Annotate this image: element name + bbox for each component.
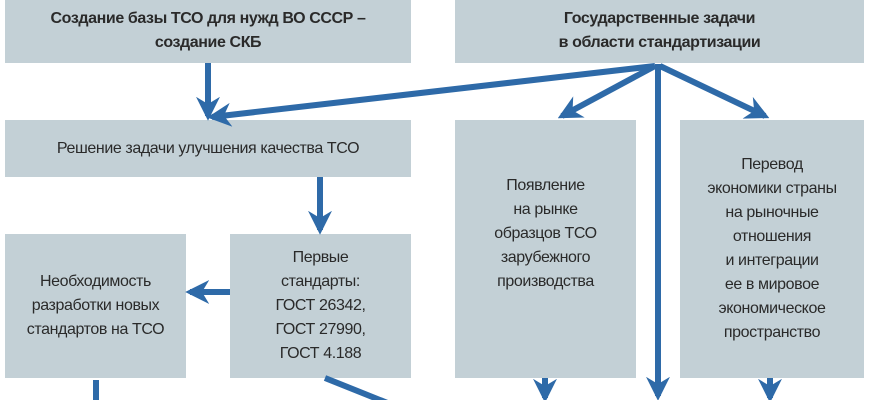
box-text: Первые стандарты: ГОСТ 26342, ГОСТ 27990… bbox=[275, 249, 366, 362]
arrow-state-to-foreign bbox=[557, 63, 657, 119]
box-text: Необходимость разработки новых стандарто… bbox=[26, 273, 165, 338]
box-state-tasks: Государственные задачи в области стандар… bbox=[455, 0, 864, 63]
arrow-state-to-quality bbox=[207, 63, 656, 127]
box-text: Решение задачи улучшения качества ТСО bbox=[56, 139, 360, 157]
box-text: Перевод экономики страны на рыночные отн… bbox=[707, 156, 837, 341]
box-quality-improvement: Решение задачи улучшения качества ТСО bbox=[5, 120, 411, 177]
arrow-first-standards-diagonal bbox=[323, 375, 389, 400]
box-text: Создание базы ТСО для нужд ВО СССР – соз… bbox=[50, 9, 366, 51]
box-foreign-products: Появление на рынке образцов ТСО зарубежн… bbox=[455, 120, 636, 378]
arrow-state-to-transition bbox=[658, 63, 770, 119]
box-new-standards-need: Необходимость разработки новых стандарто… bbox=[5, 234, 186, 378]
box-text: Появление на рынке образцов ТСО зарубежн… bbox=[494, 177, 597, 290]
box-text: Государственные задачи в области стандар… bbox=[558, 9, 761, 51]
box-creation-tso-base: Создание базы ТСО для нужд ВО СССР – соз… bbox=[5, 0, 411, 63]
box-first-standards: Первые стандарты: ГОСТ 26342, ГОСТ 27990… bbox=[230, 234, 411, 378]
box-market-transition: Перевод экономики страны на рыночные отн… bbox=[680, 120, 864, 378]
